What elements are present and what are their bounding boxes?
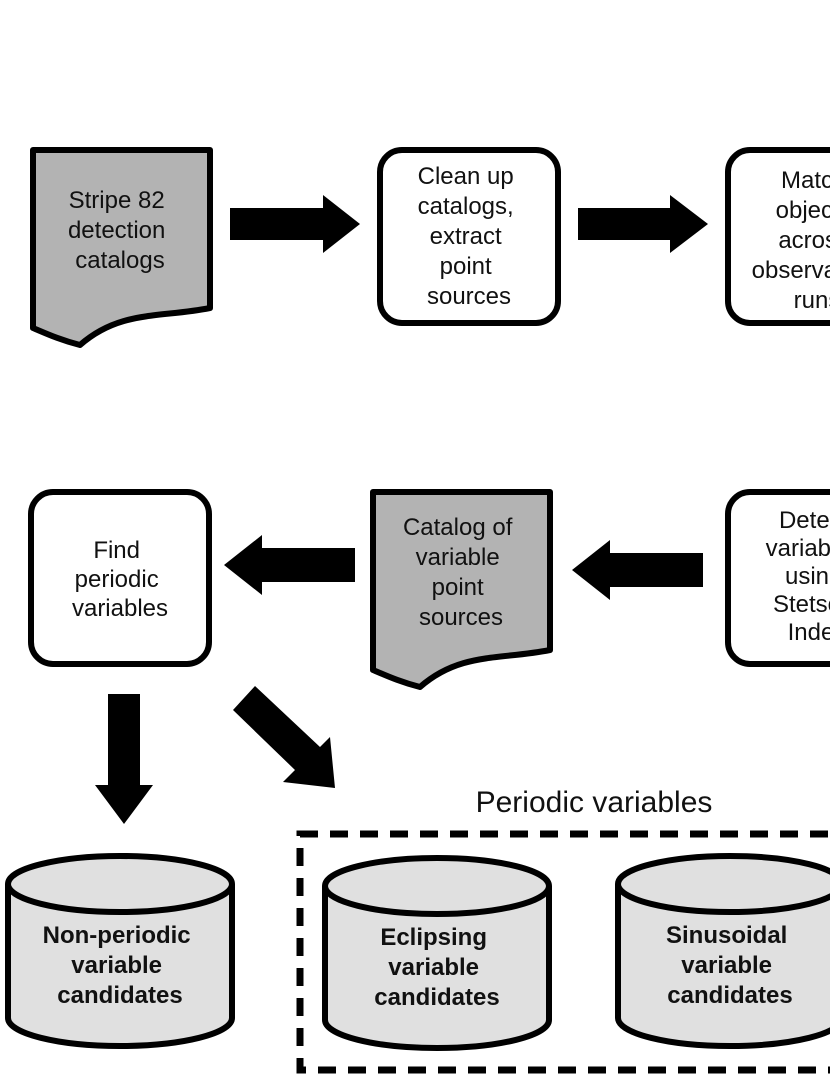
arrow-find-periodic-to-periodic-group	[233, 686, 335, 788]
database-top	[322, 855, 552, 917]
line: variables	[766, 535, 830, 562]
database-body	[322, 886, 552, 1051]
line: Catalog of	[403, 514, 513, 541]
line: objects	[776, 197, 830, 224]
line: periodic	[75, 566, 159, 593]
line: variable	[416, 544, 500, 571]
periodic-group-box	[296, 830, 830, 1074]
line: sources	[419, 604, 503, 631]
line: variable	[388, 954, 479, 981]
node-find-periodic-process: Find periodic variables	[28, 489, 212, 667]
line: variables	[72, 595, 168, 622]
line: candidates	[667, 982, 792, 1009]
group-title: Periodic variables	[476, 786, 713, 819]
node-catalog-variable-label: Catalog of variable point sources	[403, 514, 519, 631]
line: Index	[788, 619, 830, 646]
line: Find	[93, 537, 140, 564]
database-body	[5, 884, 235, 1049]
node-cleanup-label: Clean up catalogs, extract point sources	[418, 163, 521, 310]
line: catalogs	[75, 247, 164, 274]
arrow-cleanup-to-match	[578, 195, 708, 253]
node-nonperiodic-label: Non-periodic variable candidates	[43, 922, 198, 1009]
node-nonperiodic-database: Non-periodic variable candidates	[5, 853, 235, 1049]
line: Detect	[779, 507, 830, 534]
line: extract	[430, 223, 502, 250]
line: variable	[71, 952, 162, 979]
node-match-process: Match objects across observation runs	[725, 147, 830, 326]
line: Non-periodic	[43, 922, 191, 949]
node-sinusoidal-database: Sinusoidal variable candidates	[615, 853, 830, 1049]
line: runs	[794, 287, 830, 314]
line: Stripe 82	[69, 187, 165, 214]
arrow-catalog-to-find-periodic	[224, 535, 355, 595]
line: Stetson	[773, 591, 830, 618]
line: Match	[781, 167, 830, 194]
database-top	[615, 853, 830, 915]
process-box	[28, 489, 212, 667]
line: candidates	[374, 984, 499, 1011]
process-box	[377, 147, 561, 326]
document-shape	[30, 147, 213, 348]
node-catalog-variable-document: Catalog of variable point sources	[370, 489, 553, 690]
arrow-find-periodic-to-nonperiodic	[95, 694, 153, 824]
line: point	[440, 253, 492, 280]
node-eclipsing-label: Eclipsing variable candidates	[374, 924, 499, 1011]
line: observation	[752, 257, 830, 284]
line: variable	[681, 952, 772, 979]
line: point	[432, 574, 484, 601]
node-find-periodic-label: Find periodic variables	[72, 537, 168, 622]
process-box	[725, 489, 830, 667]
node-detect-process: Detect variables using Stetson Index	[725, 489, 830, 667]
line: Eclipsing	[380, 924, 487, 951]
database-body	[615, 884, 830, 1049]
database-top	[5, 853, 235, 915]
line: sources	[427, 283, 511, 310]
node-detect-label: Detect variables using Stetson Index	[766, 507, 830, 646]
line: using	[785, 563, 830, 590]
line: detection	[68, 217, 165, 244]
line: Sinusoidal	[666, 922, 787, 949]
arrow-stripe82-to-cleanup	[230, 195, 360, 253]
line: catalogs,	[418, 193, 514, 220]
node-stripe82-document: Stripe 82 detection catalogs	[30, 147, 213, 348]
node-match-label: Match objects across observation runs	[752, 167, 830, 314]
node-stripe82-label: Stripe 82 detection catalogs	[68, 187, 172, 274]
node-eclipsing-database: Eclipsing variable candidates	[322, 855, 552, 1051]
document-shape	[370, 489, 553, 690]
process-box	[725, 147, 830, 326]
line: Clean up	[418, 163, 514, 190]
arrow-detect-to-catalog	[572, 540, 703, 600]
node-sinusoidal-label: Sinusoidal variable candidates	[666, 922, 794, 1009]
line: candidates	[57, 982, 182, 1009]
line: across	[778, 227, 830, 254]
node-cleanup-process: Clean up catalogs, extract point sources	[377, 147, 561, 326]
